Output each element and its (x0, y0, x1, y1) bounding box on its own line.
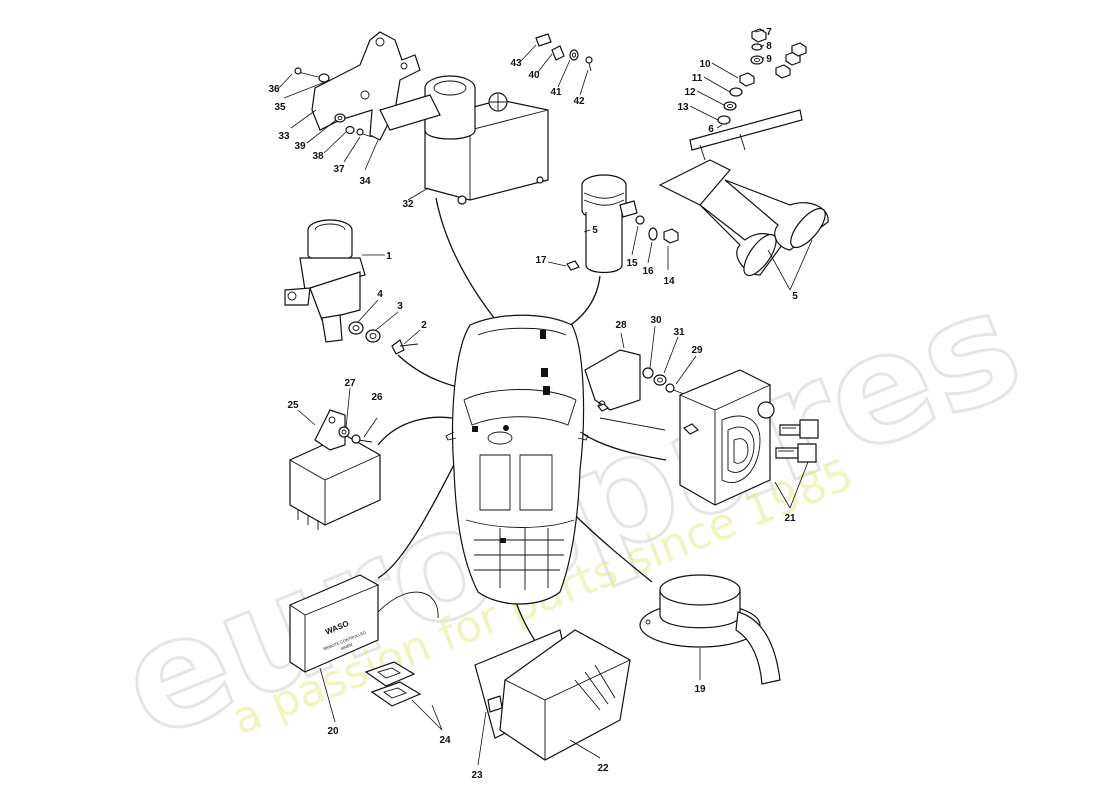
callout-15: 15 (626, 258, 638, 269)
leader-lines (278, 29, 813, 766)
callout-27: 27 (344, 378, 356, 389)
car-marker-left (472, 426, 478, 432)
part-25-module (289, 409, 381, 530)
part-21-keys (775, 419, 819, 463)
car-marker-center (503, 425, 509, 431)
callout-17: 17 (535, 255, 547, 266)
car-bonnet-line (477, 327, 567, 336)
fasteners-40-43 (535, 33, 593, 72)
callout-19: 19 (694, 684, 706, 695)
callout-12: 12 (684, 87, 696, 98)
callout-41: 41 (550, 87, 562, 98)
fasteners-6-13 (717, 28, 807, 125)
car-left-mirror (445, 431, 457, 441)
car-steering-wheel (487, 431, 513, 445)
callout-10: 10 (699, 59, 711, 70)
fasteners-26-27 (338, 426, 373, 444)
car-left-seat (479, 454, 511, 511)
callout-21: 21 (784, 513, 796, 524)
part-22-module (499, 629, 631, 761)
callout-22: 22 (597, 763, 609, 774)
part-24-key-fobs (364, 661, 422, 707)
callout-24: 24 (439, 735, 451, 746)
part-19-siren (639, 574, 781, 685)
callout-35: 35 (274, 102, 286, 113)
car-top-view (445, 314, 589, 605)
callout-33: 33 (278, 131, 290, 142)
callout-5-siren: 5 (592, 225, 598, 236)
callout-39: 39 (294, 141, 306, 152)
callout-28: 28 (615, 320, 627, 331)
car-marker-horn (541, 368, 548, 377)
callout-5-horns: 5 (792, 291, 798, 302)
part-21-relay-box (679, 369, 775, 506)
fasteners-29-31 (642, 367, 685, 395)
car-body (451, 314, 585, 605)
callout-7: 7 (766, 27, 772, 38)
callout-11: 11 (692, 73, 703, 84)
part-28-bracket (584, 349, 641, 412)
car-windscreen (463, 389, 577, 426)
part-20-waso-unit: WASO REMOTE CONTROLLED SIREN (289, 574, 439, 673)
callout-13: 13 (677, 102, 689, 113)
wire-27-lead (599, 417, 666, 431)
car-right-seat (519, 454, 553, 511)
callout-16: 16 (642, 266, 654, 277)
car-marker-front (540, 330, 546, 339)
callout-34: 34 (359, 176, 371, 187)
part-32-control-unit (424, 75, 549, 205)
callout-43: 43 (510, 58, 522, 69)
callout-23: 23 (471, 770, 483, 781)
callouts: 1 2 3 4 5 5 6 7 8 9 10 11 12 13 14 15 16… (268, 27, 798, 781)
callout-14: 14 (663, 276, 675, 287)
callout-36: 36 (268, 84, 280, 95)
part-5-siren (566, 174, 679, 274)
car-rear-deck (465, 519, 575, 528)
car-right-mirror (577, 431, 589, 441)
callout-2: 2 (421, 320, 427, 331)
fasteners-2-4 (348, 321, 419, 355)
waso-unit-subtext-2: SIREN (340, 642, 353, 651)
callout-32: 32 (402, 199, 414, 210)
car-marker-relay (543, 386, 550, 395)
wire-25-to-car (377, 416, 453, 446)
callout-4: 4 (377, 289, 383, 300)
callout-29: 29 (691, 345, 703, 356)
callout-8: 8 (766, 41, 772, 52)
part-1-sensor (284, 219, 366, 343)
callout-3: 3 (397, 301, 403, 312)
callout-40: 40 (528, 70, 540, 81)
callout-25: 25 (287, 400, 299, 411)
callout-38: 38 (312, 151, 324, 162)
callout-1: 1 (386, 251, 392, 262)
callout-42: 42 (573, 96, 585, 107)
callout-26: 26 (371, 392, 383, 403)
callout-37: 37 (333, 164, 345, 175)
part-33-34-bracket (311, 31, 441, 141)
callout-6: 6 (708, 124, 714, 135)
part-5-twin-horns (658, 109, 829, 277)
callout-30: 30 (650, 315, 662, 326)
car-rear-grid (474, 528, 564, 590)
callout-9: 9 (766, 54, 772, 65)
fasteners-35-39 (294, 67, 373, 138)
car-marker-rear (500, 538, 506, 543)
callout-31: 31 (673, 327, 685, 338)
callout-20: 20 (327, 726, 339, 737)
